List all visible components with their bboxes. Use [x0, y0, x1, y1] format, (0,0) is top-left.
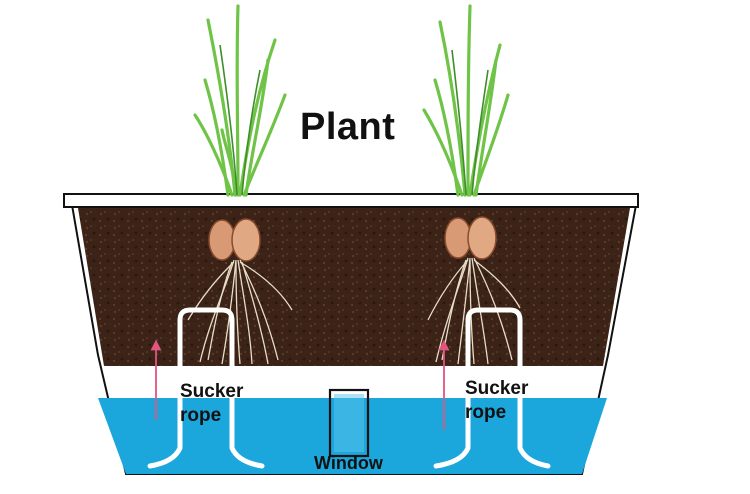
sucker-rope-left-line2: rope: [180, 404, 243, 428]
right-plant-leaves: [424, 6, 508, 195]
sucker-rope-label-left: Sucker rope: [180, 380, 243, 428]
diagram-title: Plant: [300, 106, 395, 149]
pot-rim: [64, 194, 638, 207]
window-label: Window: [314, 453, 383, 474]
sucker-rope-right-line2: rope: [465, 401, 528, 425]
soil: [78, 208, 630, 366]
sucker-rope-label-right: Sucker rope: [465, 377, 528, 425]
sucker-rope-right-line1: Sucker: [465, 377, 528, 401]
left-plant-leaves: [195, 6, 285, 195]
sucker-rope-left-line1: Sucker: [180, 380, 243, 404]
